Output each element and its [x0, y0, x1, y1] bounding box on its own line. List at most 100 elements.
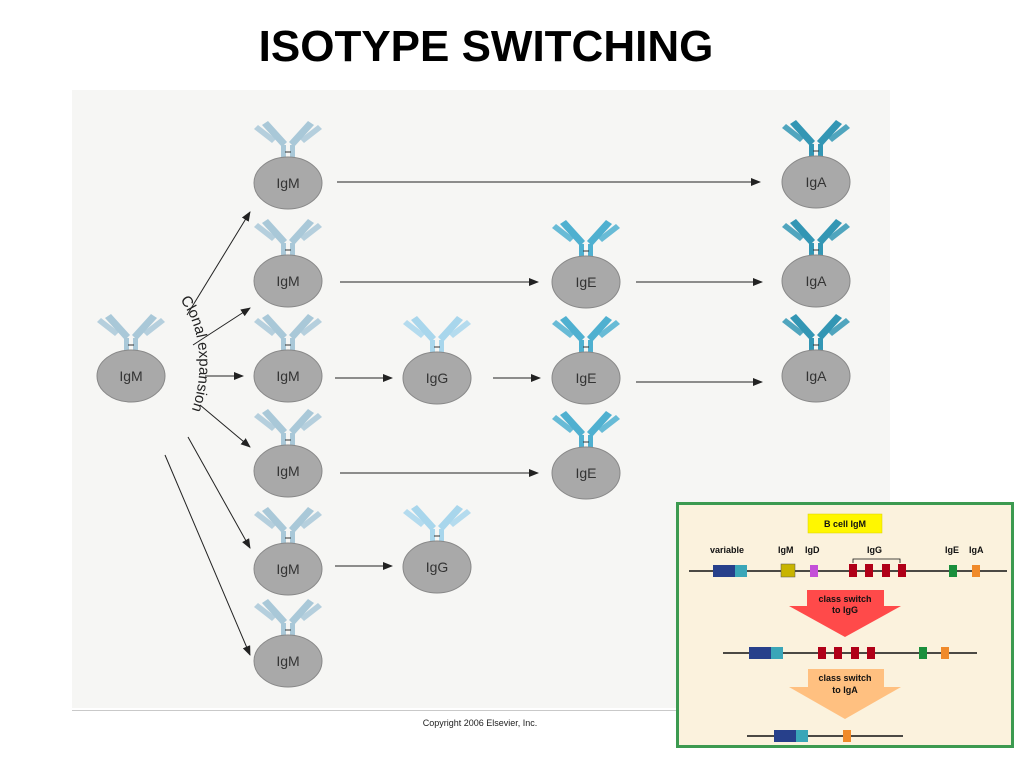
igg-segment [882, 564, 890, 577]
origin-b-cell: IgM [96, 314, 166, 403]
cell-body [253, 542, 323, 596]
variable-segment [749, 647, 771, 659]
igm-segment [780, 563, 796, 578]
iga-b-cell: IgA [781, 314, 851, 403]
label-iga: IgA [969, 545, 984, 555]
iga-b-cell: IgA [781, 120, 851, 209]
cell-body [781, 254, 851, 308]
igg-bracket [852, 558, 901, 563]
page-title: ISOTYPE SWITCHING [258, 22, 714, 71]
cell-label: IgM [276, 368, 299, 384]
class-switch-iga-arrow [789, 669, 901, 719]
iga-segment [972, 565, 980, 577]
gene-map: B cell IgM variable IgM IgD IgG IgE IgA … [689, 513, 1007, 742]
igg-segment [818, 647, 826, 659]
inset-title-box [807, 513, 883, 534]
antibody-icon [552, 316, 620, 364]
variable-segment [796, 730, 808, 742]
igm-b-cell: IgM [253, 599, 323, 688]
antibody-icon [782, 314, 850, 362]
cell-body [402, 540, 472, 594]
variable-segment [774, 730, 796, 742]
arrow1-line1: class switch [818, 594, 871, 604]
cell-body [253, 349, 323, 403]
cell-body [551, 351, 621, 405]
igg-b-cell: IgG [402, 505, 472, 594]
ige-b-cell: IgE [551, 220, 621, 309]
igm-b-cell: IgM [253, 507, 323, 596]
arrow2-line1: class switch [818, 673, 871, 683]
expansion-arrow [199, 404, 251, 448]
iga-segment [941, 647, 949, 659]
label-igg: IgG [867, 545, 882, 555]
cell-label: IgM [276, 175, 299, 191]
arrows [164, 178, 763, 656]
ige-segment [949, 565, 957, 577]
igd-segment [810, 565, 818, 577]
arrow1-line2: to IgG [832, 605, 858, 615]
cell-label: IgM [276, 653, 299, 669]
ige-b-cell: IgE [551, 411, 621, 500]
cell-body [781, 349, 851, 403]
expansion-arrow [192, 307, 251, 346]
expansion-arrow [164, 454, 251, 656]
expansion-arrow [187, 436, 251, 549]
ige-segment [919, 647, 927, 659]
cell-body [551, 446, 621, 500]
cell-label: IgA [805, 174, 827, 190]
class-switch-igg-arrow [789, 590, 901, 637]
igg-segment [851, 647, 859, 659]
label-igm: IgM [778, 545, 794, 555]
igm-b-cell: IgM [253, 219, 323, 308]
clonal-expansion-text: Clonal expansion [177, 292, 213, 414]
cell-label: IgM [276, 561, 299, 577]
cell-label: IgE [575, 274, 596, 290]
cell-label: IgA [805, 273, 827, 289]
clonal-expansion-label: Clonal expansion [177, 292, 213, 414]
cell-label: IgG [426, 370, 449, 386]
igg-segment [867, 647, 875, 659]
divider [72, 710, 890, 711]
antibody-icon [254, 409, 322, 457]
cell-label: IgG [426, 559, 449, 575]
igg-segment [898, 564, 906, 577]
cell-body [96, 349, 166, 403]
cell-label: IgE [575, 370, 596, 386]
antibody-icon [254, 314, 322, 362]
iga-b-cell: IgA [781, 219, 851, 308]
igg-segment [865, 564, 873, 577]
cell-label: IgM [276, 463, 299, 479]
cell-body [253, 156, 323, 210]
ige-b-cell: IgE [551, 316, 621, 405]
igm-b-cell: IgM [253, 409, 323, 498]
arrow2-line2: to IgA [832, 685, 858, 695]
iga-segment [843, 730, 851, 742]
cell-body [253, 634, 323, 688]
igg-segment [849, 564, 857, 577]
cell-label: IgM [276, 273, 299, 289]
cell-body [551, 255, 621, 309]
expansion-arrow [186, 211, 251, 316]
label-igd: IgD [805, 545, 820, 555]
cell-body [253, 254, 323, 308]
cell-body [402, 351, 472, 405]
cell-label: IgA [805, 368, 827, 384]
class-switch-inset: B cell IgM variable IgM IgD IgG IgE IgA … [676, 502, 1014, 748]
variable-segment [771, 647, 783, 659]
igg-segment [834, 647, 842, 659]
cell-label: IgE [575, 465, 596, 481]
inset-title: B cell IgM [824, 519, 866, 529]
igm-b-cell: IgM [253, 314, 323, 403]
variable-segment [735, 565, 747, 577]
cells: IgM IgM IgM IgM IgM IgM IgM IgG IgG IgE IgE IgE IgA I… [96, 120, 851, 688]
igg-b-cell: IgG [402, 316, 472, 405]
label-variable: variable [710, 545, 744, 555]
igm-b-cell: IgM [253, 121, 323, 210]
label-ige: IgE [945, 545, 959, 555]
cell-body [253, 444, 323, 498]
cell-body [781, 155, 851, 209]
variable-segment [713, 565, 735, 577]
copyright-text: Copyright 2006 Elsevier, Inc. [422, 718, 538, 728]
cell-label: IgM [119, 368, 142, 384]
